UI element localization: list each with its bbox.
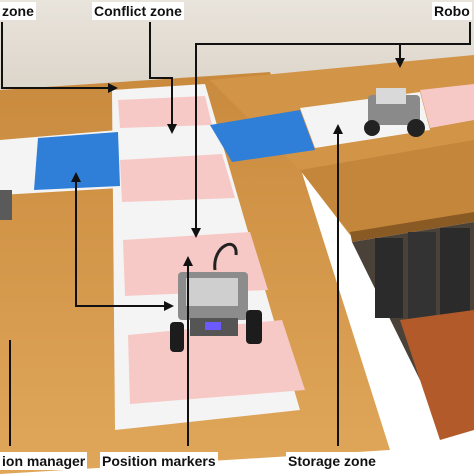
computer-tower [408,232,436,322]
callout-arrows [71,58,405,311]
pink-tile [120,154,235,202]
computer-tower [375,238,403,318]
label-manager: ion manager [0,452,88,470]
manager-callout-a [75,178,168,307]
pink-tile [118,96,212,128]
robot-far [364,88,425,137]
robot-left [0,190,12,220]
zone-callout [1,22,112,89]
label-conflict-zone: Conflict zone [92,2,184,20]
robot-callout-a [399,22,471,62]
blue-tile [34,132,120,190]
robot-center [170,242,262,352]
floor [400,310,474,440]
robot-callout-b [195,43,400,232]
label-storage-zone: Storage zone [286,452,378,470]
label-robot: Robo [432,2,472,20]
conflict-callout [149,22,173,128]
table-edge [350,212,474,242]
pink-tile [420,84,474,128]
table-right-front [300,140,474,236]
blue-tile [210,110,315,162]
label-zone: zone [0,2,36,20]
callout-lines [1,22,471,446]
label-position-markers: Position markers [100,452,218,470]
